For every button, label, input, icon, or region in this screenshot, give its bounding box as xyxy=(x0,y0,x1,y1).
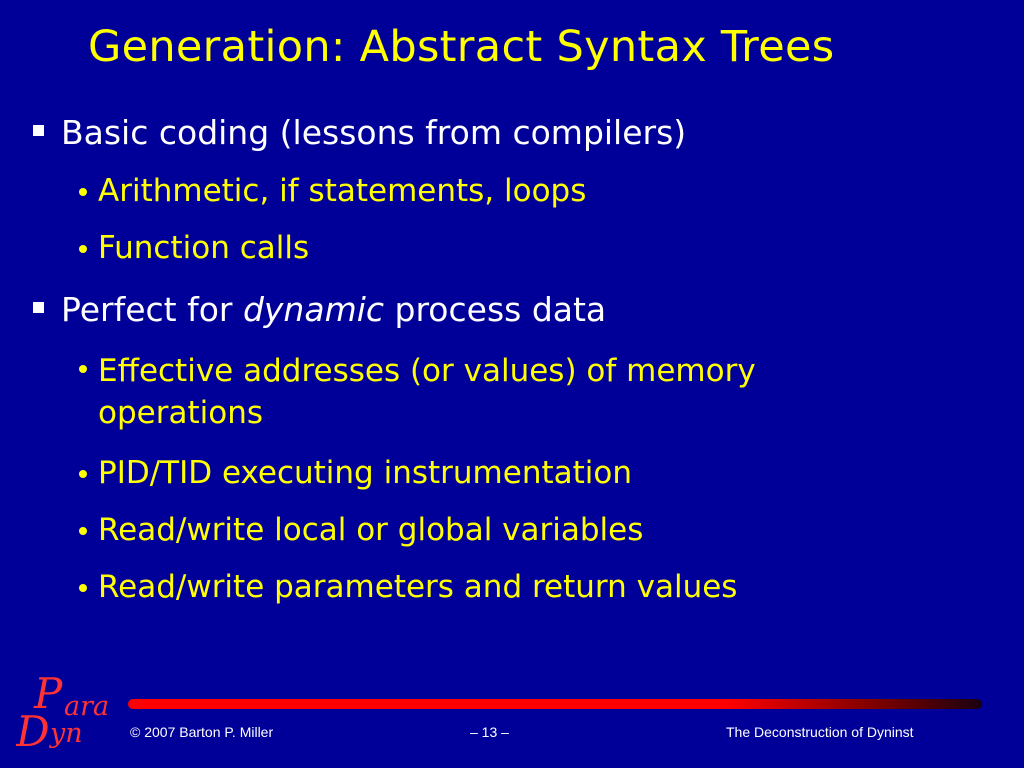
bullet-text: Read/write local or global variables xyxy=(98,512,644,548)
bullet-text: Read/write parameters and return values xyxy=(98,569,738,605)
bullet-text: PID/TID executing instrumentation xyxy=(98,455,632,491)
bullet-level1: Perfect for dynamic process data xyxy=(33,290,607,329)
bullet-level2: Read/write parameters and return values xyxy=(79,569,738,605)
bullet-text: Function calls xyxy=(98,230,310,266)
bullet-text-emphasis: dynamic xyxy=(242,290,385,329)
bullet-level2: Read/write local or global variables xyxy=(79,512,644,548)
logo-text-bottom: yn xyxy=(49,718,83,749)
footer-page-number: – 13 – xyxy=(470,724,509,740)
bullet-text-part: Perfect for xyxy=(61,290,243,329)
square-bullet-icon xyxy=(33,302,44,313)
footer-rule xyxy=(128,699,982,709)
bullet-text-part: process data xyxy=(384,290,607,329)
dot-bullet-icon xyxy=(79,365,87,373)
dot-bullet-icon xyxy=(79,245,87,253)
footer-copyright: © 2007 Barton P. Miller xyxy=(130,724,274,740)
bullet-text: Arithmetic, if statements, loops xyxy=(98,173,587,209)
dot-bullet-icon xyxy=(79,584,87,592)
dot-bullet-icon xyxy=(79,188,87,196)
footer-presentation-title: The Deconstruction of Dyninst xyxy=(726,724,914,740)
logo-letter-d: D xyxy=(16,707,50,752)
logo-letter-p: P xyxy=(33,672,63,718)
bullet-text: Basic coding (lessons from compilers) xyxy=(61,113,687,152)
dot-bullet-icon xyxy=(79,470,87,478)
paradyn-logo: P ara D yn xyxy=(16,672,122,752)
square-bullet-icon xyxy=(33,125,44,136)
bullet-level2: PID/TID executing instrumentation xyxy=(79,455,632,491)
dot-bullet-icon xyxy=(79,527,87,535)
logo-text-top: ara xyxy=(64,691,109,722)
slide-title: Generation: Abstract Syntax Trees xyxy=(88,22,835,72)
bullet-level1: Basic coding (lessons from compilers) xyxy=(33,113,687,152)
bullet-text: Effective addresses (or values) of memor… xyxy=(98,353,756,431)
bullet-level2: Effective addresses (or values) of memor… xyxy=(79,350,908,434)
bullet-level2: Arithmetic, if statements, loops xyxy=(79,173,587,209)
bullet-level2: Function calls xyxy=(79,230,310,266)
